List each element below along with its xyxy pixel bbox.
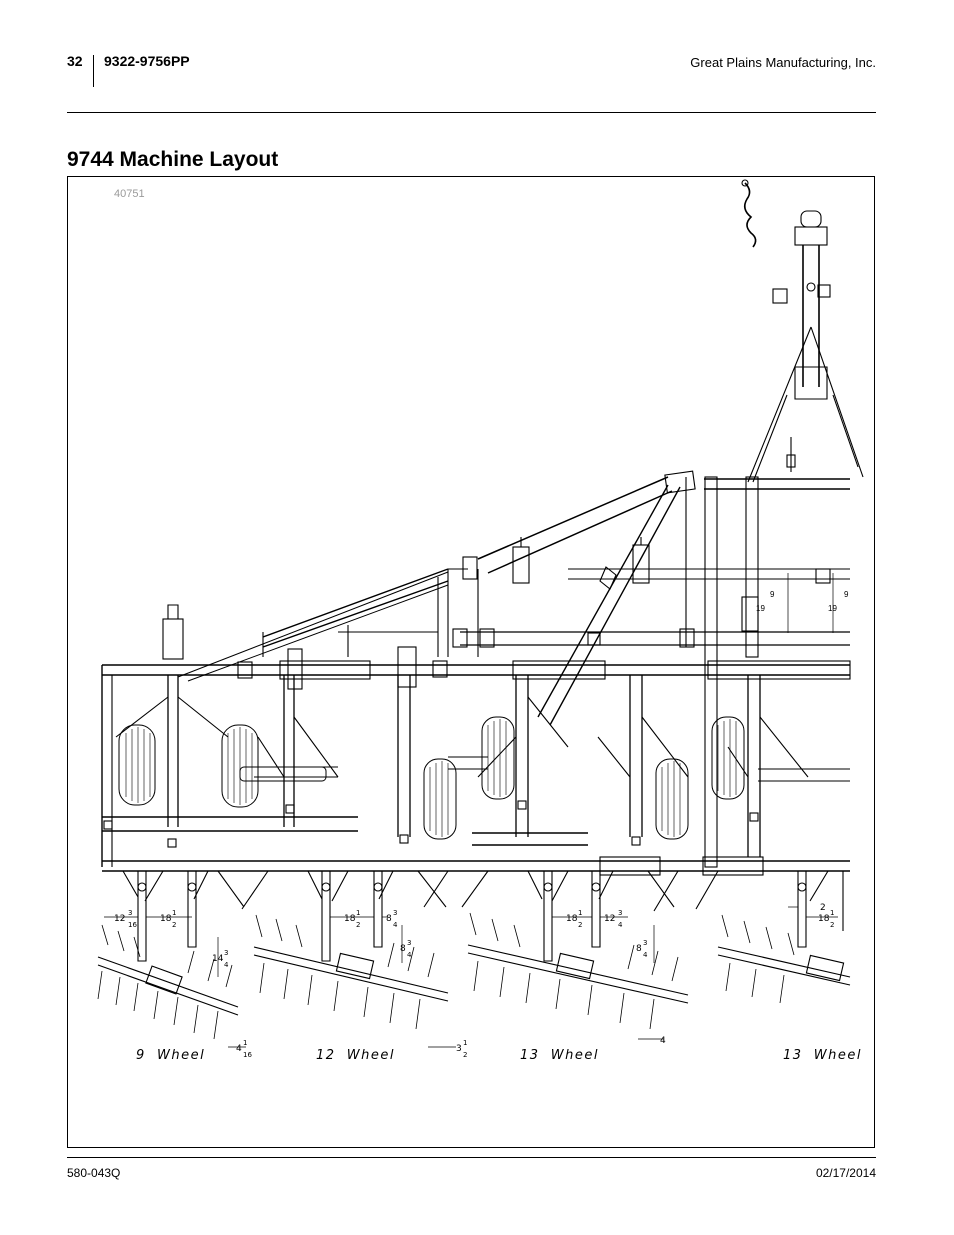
svg-text:18: 18 bbox=[818, 914, 830, 924]
svg-text:2: 2 bbox=[820, 903, 826, 913]
svg-text:2: 2 bbox=[830, 921, 834, 929]
svg-text:2: 2 bbox=[578, 921, 582, 929]
machine-layout-drawing: 9 19 9 19 bbox=[97, 179, 864, 1059]
svg-text:2: 2 bbox=[463, 1051, 467, 1059]
angled-beams bbox=[177, 470, 696, 726]
svg-text:3: 3 bbox=[393, 909, 397, 917]
svg-text:3: 3 bbox=[224, 949, 228, 957]
page-number: 32 bbox=[67, 53, 83, 69]
svg-text:3: 3 bbox=[128, 909, 132, 917]
svg-text:8: 8 bbox=[386, 914, 392, 924]
svg-text:1: 1 bbox=[578, 909, 582, 917]
svg-text:4: 4 bbox=[393, 921, 398, 929]
footer-rule bbox=[67, 1157, 876, 1158]
svg-text:12: 12 bbox=[604, 914, 615, 924]
gauge-wheels bbox=[118, 716, 745, 840]
main-frame: 9 19 9 19 bbox=[452, 476, 850, 868]
hitch-assembly bbox=[741, 179, 864, 483]
svg-text:19: 19 bbox=[756, 604, 765, 613]
svg-text:3: 3 bbox=[643, 939, 647, 947]
wheel-label-9: 9 Wheel bbox=[136, 1048, 206, 1063]
wheel-label-13-a: 13 Wheel bbox=[520, 1048, 600, 1063]
part-number: 580-043Q bbox=[67, 1166, 121, 1180]
header-divider bbox=[93, 55, 94, 87]
svg-text:4: 4 bbox=[224, 961, 229, 969]
section-frames bbox=[115, 675, 850, 857]
svg-text:1: 1 bbox=[463, 1039, 467, 1047]
svg-text:2: 2 bbox=[172, 921, 176, 929]
svg-text:16: 16 bbox=[243, 1051, 252, 1059]
svg-text:3: 3 bbox=[407, 939, 411, 947]
svg-text:9: 9 bbox=[770, 590, 775, 599]
svg-text:4: 4 bbox=[618, 921, 623, 929]
svg-text:8: 8 bbox=[636, 944, 642, 954]
svg-text:1: 1 bbox=[243, 1039, 247, 1047]
svg-text:3: 3 bbox=[456, 1044, 462, 1054]
svg-text:4: 4 bbox=[643, 951, 648, 959]
svg-text:4: 4 bbox=[660, 1036, 666, 1046]
svg-text:9: 9 bbox=[844, 590, 849, 599]
svg-text:18: 18 bbox=[344, 914, 356, 924]
svg-text:1: 1 bbox=[356, 909, 360, 917]
rear-toolbars bbox=[102, 800, 850, 876]
svg-text:4: 4 bbox=[407, 951, 412, 959]
document-number: 9322-9756PP bbox=[104, 53, 190, 69]
shanks bbox=[122, 870, 844, 962]
wheel-label-12: 12 Wheel bbox=[316, 1048, 396, 1063]
company-name: Great Plains Manufacturing, Inc. bbox=[690, 55, 876, 70]
svg-text:1: 1 bbox=[172, 909, 176, 917]
lift-cylinders bbox=[162, 537, 650, 690]
svg-text:2: 2 bbox=[356, 921, 360, 929]
svg-text:4: 4 bbox=[236, 1044, 242, 1054]
svg-text:8: 8 bbox=[400, 944, 406, 954]
svg-text:12: 12 bbox=[114, 914, 125, 924]
svg-text:3: 3 bbox=[618, 909, 622, 917]
svg-text:14: 14 bbox=[212, 954, 224, 964]
svg-text:16: 16 bbox=[128, 921, 137, 929]
harrow-tine-bars bbox=[97, 912, 851, 1040]
svg-text:1: 1 bbox=[830, 909, 834, 917]
header-rule bbox=[67, 112, 876, 113]
section-title: 9744 Machine Layout bbox=[67, 148, 279, 171]
svg-text:18: 18 bbox=[566, 914, 578, 924]
wheel-label-13-b: 13 Wheel bbox=[783, 1048, 863, 1063]
front-toolbar bbox=[101, 660, 851, 867]
revision-date: 02/17/2014 bbox=[815, 1166, 876, 1180]
figure-id: 40751 bbox=[114, 188, 145, 200]
svg-text:18: 18 bbox=[160, 914, 172, 924]
machine-layout-figure: 40751 bbox=[67, 176, 875, 1148]
